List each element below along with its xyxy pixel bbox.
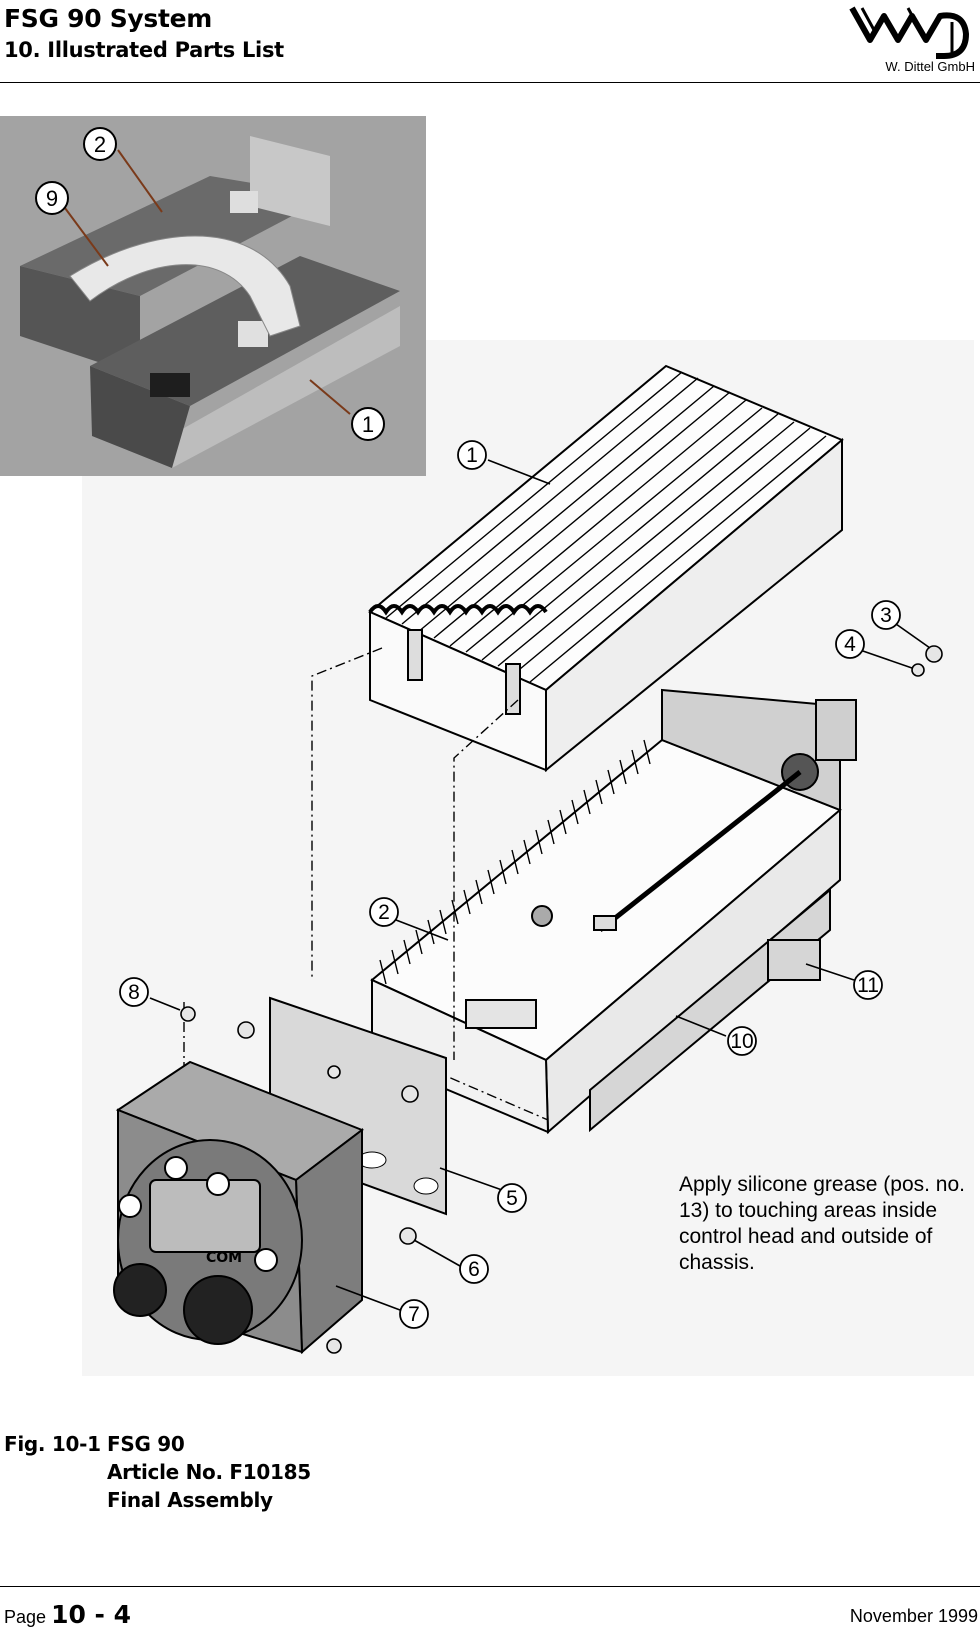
logo-text: W. Dittel GmbH bbox=[885, 59, 975, 74]
document-title: FSG 90 System bbox=[4, 4, 213, 33]
caption-line: Article No. F10185 bbox=[107, 1460, 311, 1484]
svg-text:9: 9 bbox=[46, 186, 58, 211]
caption-line: FSG 90 bbox=[107, 1432, 185, 1456]
panel-label: COM bbox=[206, 1250, 242, 1266]
part-callout: 10 bbox=[727, 1026, 757, 1056]
control-head: COM bbox=[113, 1060, 365, 1355]
figure-number: Fig. 10-1 bbox=[4, 1432, 101, 1456]
part-callout: 3 bbox=[871, 600, 901, 630]
svg-text:10: 10 bbox=[730, 1030, 753, 1053]
svg-text:1: 1 bbox=[466, 444, 478, 467]
page-header: FSG 90 System 10. Illustrated Parts List… bbox=[0, 0, 980, 84]
plate-slot bbox=[413, 1177, 439, 1195]
caption-line: Final Assembly bbox=[107, 1488, 273, 1512]
leader-lines bbox=[149, 459, 931, 1311]
footer-rule bbox=[0, 1586, 980, 1587]
page-label: Page bbox=[4, 1607, 47, 1627]
top-cover bbox=[368, 364, 844, 773]
part-callout: 6 bbox=[459, 1254, 489, 1284]
svg-text:11: 11 bbox=[857, 974, 879, 997]
part-callout: 7 bbox=[399, 1299, 429, 1329]
photo-callout: 2 bbox=[83, 127, 117, 161]
svg-text:1: 1 bbox=[362, 412, 374, 437]
svg-text:3: 3 bbox=[880, 604, 892, 627]
header-rule bbox=[0, 82, 980, 83]
chassis bbox=[370, 688, 857, 1135]
svg-text:5: 5 bbox=[506, 1187, 518, 1210]
part-callout: 1 bbox=[457, 440, 487, 470]
company-logo bbox=[849, 6, 969, 59]
screws bbox=[180, 645, 943, 1354]
svg-text:7: 7 bbox=[408, 1303, 420, 1326]
svg-text:2: 2 bbox=[378, 901, 390, 924]
svg-text:4: 4 bbox=[844, 633, 856, 656]
part-callout: 5 bbox=[497, 1183, 527, 1213]
photo-callout: 9 bbox=[35, 181, 69, 215]
section-title: 10. Illustrated Parts List bbox=[4, 38, 284, 62]
assembly-note: Apply silicone grease (pos. no. 13) to t… bbox=[679, 1173, 965, 1274]
page-footer-number: Page 10 - 4 bbox=[4, 1600, 131, 1629]
svg-text:2: 2 bbox=[94, 132, 106, 157]
part-callout: 4 bbox=[835, 629, 865, 659]
part-callout: 11 bbox=[853, 970, 883, 1000]
footer-date: November 1999 bbox=[849, 1606, 978, 1626]
exploded-assembly-drawing: COM 1 3 4 2 8 11 10 5 6 7 bbox=[113, 364, 943, 1355]
svg-text:6: 6 bbox=[468, 1258, 480, 1281]
assembly-photo: 2 9 1 bbox=[0, 116, 426, 476]
part-callout: 2 bbox=[369, 897, 399, 927]
page-number: 10 - 4 bbox=[51, 1600, 132, 1629]
svg-text:8: 8 bbox=[128, 981, 140, 1004]
part-callout: 8 bbox=[119, 977, 149, 1007]
photo-callout: 1 bbox=[351, 407, 385, 441]
